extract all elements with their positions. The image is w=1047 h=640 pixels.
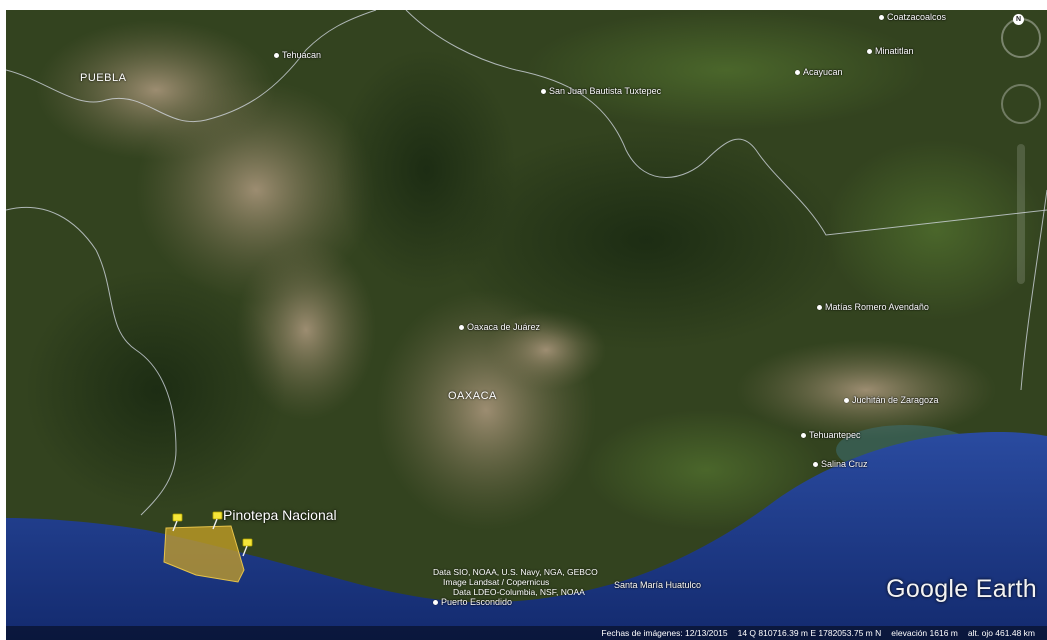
- pinotepa-label: Pinotepa Nacional: [223, 507, 337, 523]
- terrain-patch: [336, 50, 516, 290]
- map-viewport[interactable]: PUEBLA OAXACA Tehuacan Coatzacoalcos Min…: [6, 10, 1047, 640]
- place-dot-icon: [795, 69, 800, 75]
- place-santa-maria-huatulco[interactable]: Santa María Huatulco: [614, 580, 701, 590]
- place-label: Santa María Huatulco: [614, 580, 702, 590]
- terrain-patch: [446, 130, 846, 350]
- place-dot-icon: [274, 52, 279, 58]
- place-acayucan[interactable]: Acayucan: [795, 67, 843, 77]
- look-joystick-icon[interactable]: [1001, 84, 1041, 124]
- state-border: [405, 10, 1047, 236]
- place-label: Tehuacan: [282, 50, 322, 60]
- attribution-line: Data SIO, NOAA, U.S. Navy, NGA, GEBCO: [433, 567, 598, 577]
- place-dot-icon: [541, 88, 546, 94]
- google-earth-logo: Google Earth: [886, 575, 1037, 603]
- place-coatzacoalcos[interactable]: Coatzacoalcos: [879, 12, 946, 22]
- place-label: San Juan Bautista Tuxtepec: [549, 86, 662, 96]
- yellow-pushpin-icon[interactable]: [238, 537, 256, 557]
- pacific-ocean: [6, 432, 1047, 640]
- state-label-oaxaca: OAXACA: [448, 390, 497, 402]
- satellite-imagery[interactable]: [6, 10, 1047, 640]
- place-label: Matías Romero Avendaño: [825, 302, 929, 312]
- place-tehuantepec[interactable]: Tehuantepec: [801, 430, 861, 440]
- place-puerto-escondido[interactable]: Puerto Escondido: [433, 597, 512, 607]
- terrain-patch: [526, 10, 926, 130]
- terrain-patch: [36, 20, 276, 160]
- terrain-patch: [586, 410, 826, 530]
- place-tuxtepec[interactable]: San Juan Bautista Tuxtepec: [541, 86, 661, 96]
- attribution-line: Data LDEO-Columbia, NSF, NOAA: [453, 587, 585, 597]
- eye-altitude-readout: alt. ojo 461.48 km: [967, 628, 1035, 638]
- coordinates-readout: 14 Q 810716.39 m E 1782053.75 m N: [737, 628, 882, 638]
- zoom-slider[interactable]: [1017, 144, 1025, 284]
- place-juchitan[interactable]: Juchitán de Zaragoza: [844, 395, 939, 405]
- imagery-date: Fechas de imágenes: 12/13/2015: [601, 628, 728, 638]
- state-border: [1020, 189, 1047, 391]
- state-border: [6, 206, 177, 516]
- pinotepa-area-polygon[interactable]: [163, 525, 245, 583]
- place-label: Puerto Escondido: [441, 597, 513, 607]
- status-bar: Fechas de imágenes: 12/13/2015 14 Q 8107…: [6, 626, 1047, 640]
- place-dot-icon: [867, 48, 872, 54]
- place-label: Tehuantepec: [809, 430, 861, 440]
- place-label: Coatzacoalcos: [887, 12, 947, 22]
- attribution: Data SIO, NOAA, U.S. Navy, NGA, GEBCO Im…: [433, 567, 598, 597]
- terrain-patch: [826, 140, 1046, 320]
- place-oaxaca[interactable]: Oaxaca de Juárez: [459, 322, 540, 332]
- place-dot-icon: [813, 461, 818, 467]
- place-dot-icon: [879, 14, 884, 20]
- place-salina-cruz[interactable]: Salina Cruz: [813, 459, 868, 469]
- yellow-pushpin-icon[interactable]: [208, 510, 226, 530]
- yellow-pushpin-icon[interactable]: [168, 512, 186, 532]
- elevation-readout: elevación 1616 m: [891, 628, 958, 638]
- place-tehuacan[interactable]: Tehuacan: [274, 50, 321, 60]
- compass-north-icon[interactable]: N: [1013, 14, 1024, 25]
- attribution-line: Image Landsat / Copernicus: [443, 577, 550, 587]
- place-label: Minatitlan: [875, 46, 914, 56]
- terrain-patch: [26, 270, 286, 510]
- place-dot-icon: [817, 304, 822, 310]
- state-label-puebla: PUEBLA: [80, 72, 127, 84]
- place-label: Acayucan: [803, 67, 843, 77]
- place-label: Oaxaca de Juárez: [467, 322, 541, 332]
- navigation-controls[interactable]: N: [997, 14, 1045, 284]
- terrain-patch: [736, 340, 996, 440]
- place-label: Juchitán de Zaragoza: [852, 395, 939, 405]
- place-minatitlan[interactable]: Minatitlan: [867, 46, 914, 56]
- place-label: Salina Cruz: [821, 459, 868, 469]
- place-dot-icon: [801, 432, 806, 438]
- place-matias-romero[interactable]: Matías Romero Avendaño: [817, 302, 929, 312]
- place-dot-icon: [459, 324, 464, 330]
- place-dot-icon: [433, 599, 438, 605]
- place-dot-icon: [844, 397, 849, 403]
- state-border: [6, 10, 377, 123]
